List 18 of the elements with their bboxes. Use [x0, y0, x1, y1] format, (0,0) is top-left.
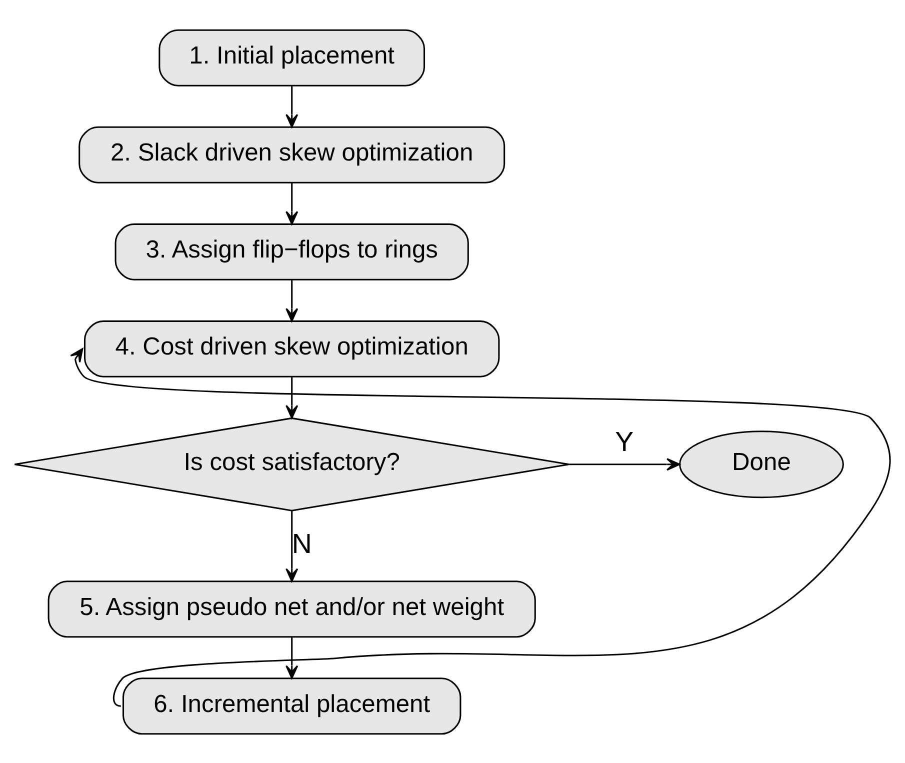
- node-box: 3. Assign flip−flops to rings: [114, 222, 469, 280]
- arrow: [286, 510, 298, 582]
- arrow: [70, 348, 890, 706]
- edge-label: Y: [615, 426, 634, 457]
- arrow: [286, 376, 298, 418]
- node-box: 2. Slack driven skew optimization: [78, 126, 506, 183]
- arrow: [286, 182, 298, 224]
- arrow: [286, 280, 298, 322]
- edge-label: N: [292, 527, 312, 558]
- node-box: 1. Initial placement: [158, 28, 426, 86]
- node-box: 6. Incremental placement: [122, 677, 462, 734]
- node-ellipse: Done: [679, 430, 844, 498]
- node-box: 5. Assign pseudo net and/or net weight: [48, 580, 536, 638]
- node-box: 4. Cost driven skew optimization: [84, 320, 500, 377]
- arrow: [286, 86, 298, 128]
- arrow: [286, 636, 298, 678]
- arrow: [569, 458, 680, 470]
- node-diamond: Is cost satisfactory?: [14, 416, 570, 511]
